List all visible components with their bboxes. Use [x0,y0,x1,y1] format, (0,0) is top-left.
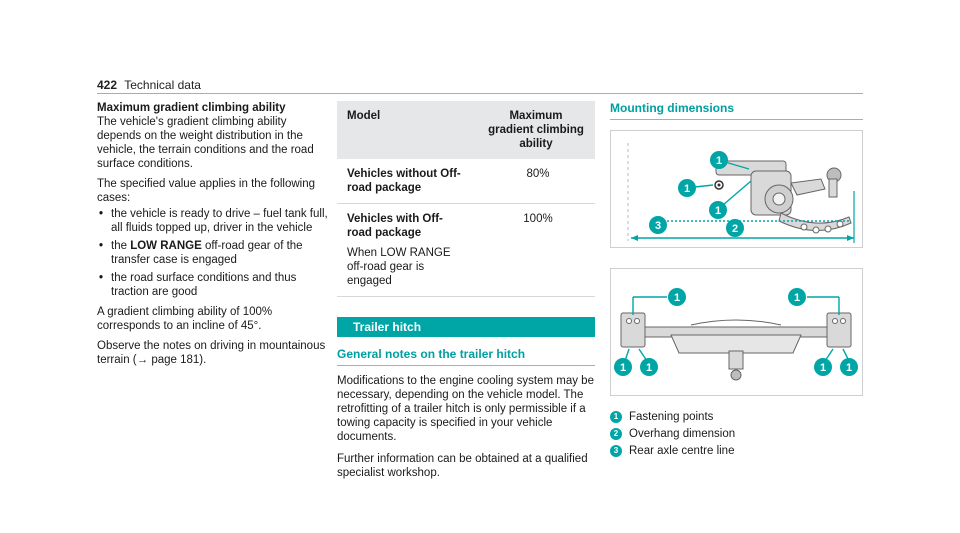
callout-fastening-point: 1 [814,358,832,376]
side-view-figure: 1 1 1 3 2 [610,130,863,248]
gradient-heading: Maximum gradient climbing ability [97,102,286,114]
table-cell-model: Vehicles with Off-road package [347,213,443,239]
svg-text:2: 2 [732,223,738,235]
legend-item: 2 Overhang dimension [610,427,863,441]
table-cell-note: When LOW RANGE off-road gear is engaged [347,247,451,287]
legend-number: 3 [610,445,622,457]
list-item: the road surface conditions and thus tra… [97,271,329,299]
svg-text:1: 1 [715,205,721,217]
list-item: the LOW RANGE off-road gear of the trans… [97,239,329,267]
gradient-intro: The vehicle's gradient climbing ability … [97,116,314,170]
svg-text:1: 1 [620,362,626,374]
legend-item: 1 Fastening points [610,410,863,424]
trailer-hitch-rear-illustration: 1 1 1 1 1 1 [614,288,858,381]
callout-fastening-point: 1 [640,358,658,376]
gradient-table: Model Maximum gradient climbing ability … [337,101,595,297]
page-number: 422 [97,78,118,92]
table-cell-value: 80% [477,159,595,204]
legend-label: Fastening points [629,411,714,423]
callout-fastening-point: 1 [668,288,686,306]
callout-fastening-point: 1 [788,288,806,306]
svg-text:1: 1 [820,362,826,374]
callout-fastening-point: 1 [678,179,696,197]
rear-view-figure: 1 1 1 1 1 1 [610,268,863,396]
list-item: the vehicle is ready to drive – fuel tan… [97,207,329,235]
svg-text:1: 1 [846,362,852,374]
callout-fastening-point: 1 [614,358,632,376]
low-range-label: LOW RANGE [130,240,202,252]
table-header-max: Maximum gradient climbing ability [477,101,595,159]
callout-fastening-point: 1 [710,151,728,169]
header-divider [97,93,863,94]
table-row: Vehicles with Off-road package When LOW … [337,203,595,297]
svg-text:1: 1 [716,155,722,167]
page-header: 422 Technical data [97,78,863,94]
svg-text:1: 1 [684,183,690,195]
table-cell-model: Vehicles without Off-road package [347,168,461,194]
trailer-hitch-side-illustration: 1 1 1 3 2 [627,143,855,243]
gradient-equivalence: A gradient climbing ability of 100% corr… [97,306,273,332]
svg-text:1: 1 [674,292,680,304]
gradient-applies: The specified value applies in the follo… [97,178,315,204]
svg-text:3: 3 [655,220,661,232]
trailer-notes-heading: General notes on the trailer hitch [337,347,595,366]
table-header-model: Model [337,101,477,159]
callout-axle-centre: 3 [649,216,667,234]
trailer-paragraph: Further information can be obtained at a… [337,453,588,479]
legend-label: Rear axle centre line [629,445,735,457]
trailer-paragraph: Modifications to the engine cooling syst… [337,375,594,443]
page-reference-link[interactable]: Observe the notes on driving in mountain… [97,340,326,366]
callout-overhang: 2 [726,219,744,237]
legend-item: 3 Rear axle centre line [610,444,863,458]
mounting-heading: Mounting dimensions [610,101,863,120]
callout-fastening-point: 1 [840,358,858,376]
mounting-column: Mounting dimensions [610,101,863,461]
table-row: Vehicles without Off-road package 80% [337,159,595,204]
legend-label: Overhang dimension [629,428,736,440]
legend-number: 1 [610,411,622,423]
page-section-title: Technical data [124,78,201,92]
table-header-row: Model Maximum gradient climbing ability [337,101,595,159]
middle-column: Model Maximum gradient climbing ability … [337,101,595,480]
callout-fastening-point: 1 [709,201,727,219]
table-cell-value: 100% [477,203,595,297]
gradient-section: Maximum gradient climbing ability The ve… [97,101,329,373]
svg-text:1: 1 [646,362,652,374]
legend-number: 2 [610,428,622,440]
trailer-hitch-heading: Trailer hitch [337,317,595,337]
svg-text:1: 1 [794,292,800,304]
conditions-list: the vehicle is ready to drive – fuel tan… [97,207,329,299]
